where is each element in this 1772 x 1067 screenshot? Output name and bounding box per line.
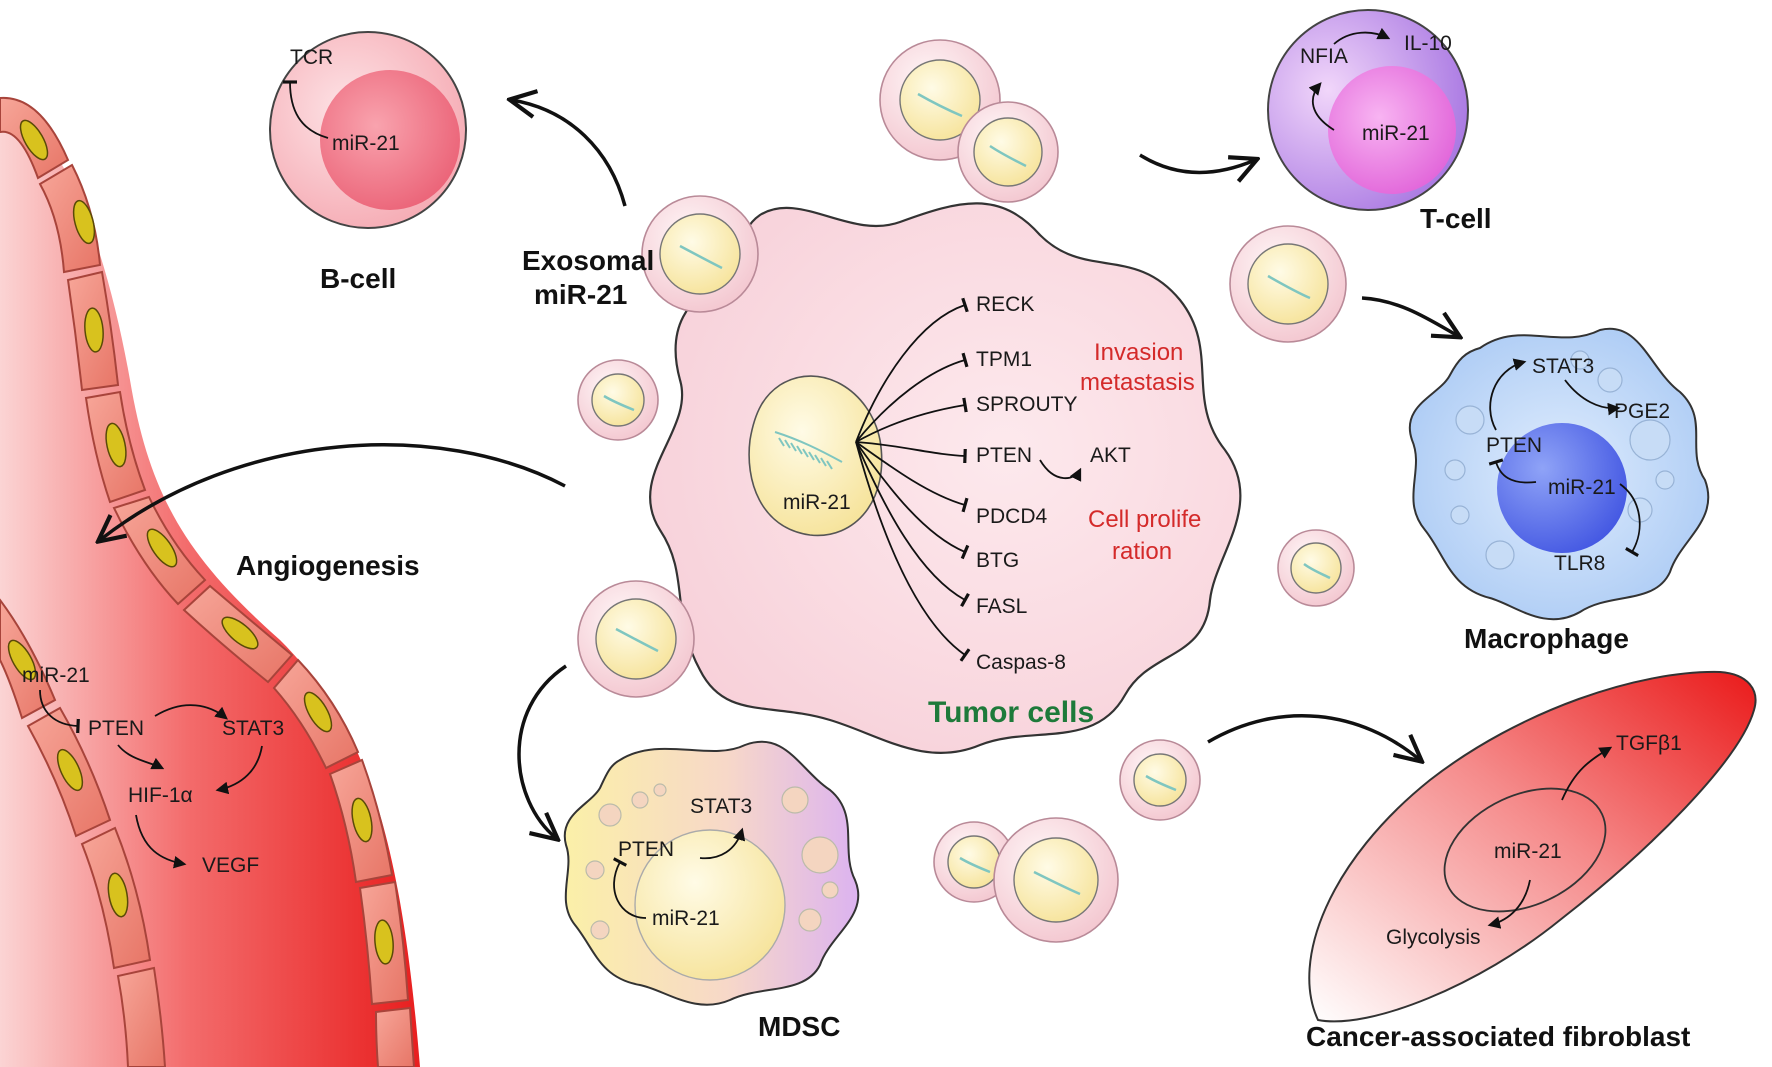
mdsc-stat3-label: STAT3: [690, 795, 752, 818]
target-tpm1: TPM1: [976, 348, 1032, 371]
pten-stat3-mac-arrow: [1489, 358, 1527, 431]
target-sprouty: SPROUTY: [976, 393, 1078, 416]
exosome: [1229, 225, 1347, 343]
mdsc-vesicles: [585, 783, 839, 940]
target-reck: RECK: [976, 293, 1034, 316]
vessel-inhibit-arrow: [39, 689, 80, 734]
pten-stat3-arrow: [154, 704, 228, 720]
vessel-mir21-label: miR-21: [22, 664, 90, 687]
stat3-pge2-arrow: [1564, 379, 1621, 416]
invasion-label-2: metastasis: [1080, 369, 1195, 396]
angiogenesis-label: Angiogenesis: [236, 550, 420, 581]
bcell-label: B-cell: [320, 263, 396, 294]
exosome: [1277, 529, 1355, 607]
caf-mir21-label: miR-21: [1494, 840, 1562, 863]
b-cell: TCR miR-21 B-cell: [269, 31, 467, 294]
target-pten: PTEN: [976, 444, 1032, 467]
caf-cell: TGFβ1 miR-21 Glycolysis Cancer-associate…: [1306, 670, 1757, 1052]
arrow-to-macrophage: [1361, 296, 1458, 336]
exosomes: [577, 39, 1355, 943]
vessel-hif-label: HIF-1α: [128, 784, 193, 807]
target-caspas8: Caspas-8: [976, 651, 1066, 674]
mdsc-label: MDSC: [758, 1011, 840, 1042]
exosomal-label-2: miR-21: [534, 279, 627, 310]
macrophage-label: Macrophage: [1464, 623, 1629, 654]
target-pdcd4: PDCD4: [976, 505, 1048, 528]
arrow-to-mdsc: [517, 664, 567, 838]
transfer-arrows: [100, 100, 1458, 838]
prolif-label-2: ration: [1112, 538, 1172, 565]
mdsc-cell: STAT3 PTEN miR-21 MDSC: [563, 740, 860, 1042]
mir-tlr8-inhibit: [1619, 483, 1641, 558]
mir-tgfb1-arrow: [1561, 746, 1613, 801]
bcell-tcr-label: TCR: [290, 46, 333, 69]
mac-pge2-label: PGE2: [1614, 400, 1670, 423]
mir-nfia-arrow: [1308, 82, 1335, 131]
prolif-label-1: Cell prolife: [1088, 506, 1201, 533]
bcell-inhibit-arrow: [282, 80, 329, 139]
arrow-to-tcell: [1139, 153, 1255, 173]
arrow-to-bcell: [512, 100, 627, 207]
caf-glycolysis-label: Glycolysis: [1386, 926, 1481, 949]
tcell-label: T-cell: [1420, 203, 1492, 234]
exosomal-label-1: Exosomal: [522, 245, 654, 276]
mirna-strand-icon: [774, 431, 843, 470]
mac-mir21-label: miR-21: [1548, 476, 1616, 499]
mir-pten-inhibit: [1488, 458, 1537, 484]
mac-stat3-label: STAT3: [1532, 355, 1594, 378]
hif-vegf-arrow: [135, 814, 187, 869]
pten-akt-arrow: [1039, 459, 1082, 482]
tcell-nfia-label: NFIA: [1300, 45, 1348, 68]
invasion-label-1: Invasion: [1094, 339, 1183, 366]
target-fasl: FASL: [976, 595, 1027, 618]
exosome: [993, 817, 1119, 943]
mdsc-mir21-label: miR-21: [652, 907, 720, 930]
inhibition-fan: [855, 297, 971, 662]
bcell-mir21-label: miR-21: [332, 132, 400, 155]
endothelial-nuclei: [7, 119, 394, 965]
t-cell: NFIA IL-10 miR-21 T-cell: [1267, 9, 1492, 234]
arrow-to-vessel: [100, 443, 566, 540]
macrophage: STAT3 PGE2 PTEN miR-21 TLR8 Macrophage: [1408, 327, 1710, 654]
pten-stat3-mdsc-arrow: [699, 827, 746, 860]
tcell-mir21-label: miR-21: [1362, 122, 1430, 145]
pten-hif-arrow: [117, 744, 165, 770]
arrow-to-caf: [1207, 713, 1420, 760]
vessel-stat3-label: STAT3: [222, 717, 284, 740]
akt-label: AKT: [1090, 444, 1131, 467]
exosome: [577, 359, 659, 441]
exosome: [641, 195, 759, 313]
vessel-vegf-label: VEGF: [202, 854, 259, 877]
mac-tlr8-label: TLR8: [1554, 552, 1605, 575]
exosome: [957, 101, 1059, 203]
vessel-pten-label: PTEN: [88, 717, 144, 740]
exosome: [1119, 739, 1201, 821]
stat3-hif-arrow: [215, 745, 263, 795]
exosome: [577, 580, 695, 698]
blood-vessel: miR-21 PTEN STAT3 HIF-1α VEGF: [0, 96, 420, 1067]
mac-pten-label: PTEN: [1486, 434, 1542, 457]
nfia-il10-arrow: [1333, 27, 1391, 45]
target-btg: BTG: [976, 549, 1019, 572]
caf-label: Cancer-associated fibroblast: [1306, 1021, 1690, 1052]
tumor-cells-label: Tumor cells: [928, 696, 1094, 729]
mir-glycolysis-arrow: [1487, 879, 1531, 929]
tumor-cell: miR-21 RECK TPM1 SPROUTY PTEN PDCD4 BTG …: [648, 202, 1242, 754]
tumor-mir21-label: miR-21: [783, 491, 851, 514]
mdsc-pten-label: PTEN: [618, 838, 674, 861]
tcell-il10-label: IL-10: [1404, 32, 1452, 55]
mir-pten-mdsc-inhibit: [612, 857, 647, 919]
caf-tgfb1-label: TGFβ1: [1616, 732, 1682, 755]
